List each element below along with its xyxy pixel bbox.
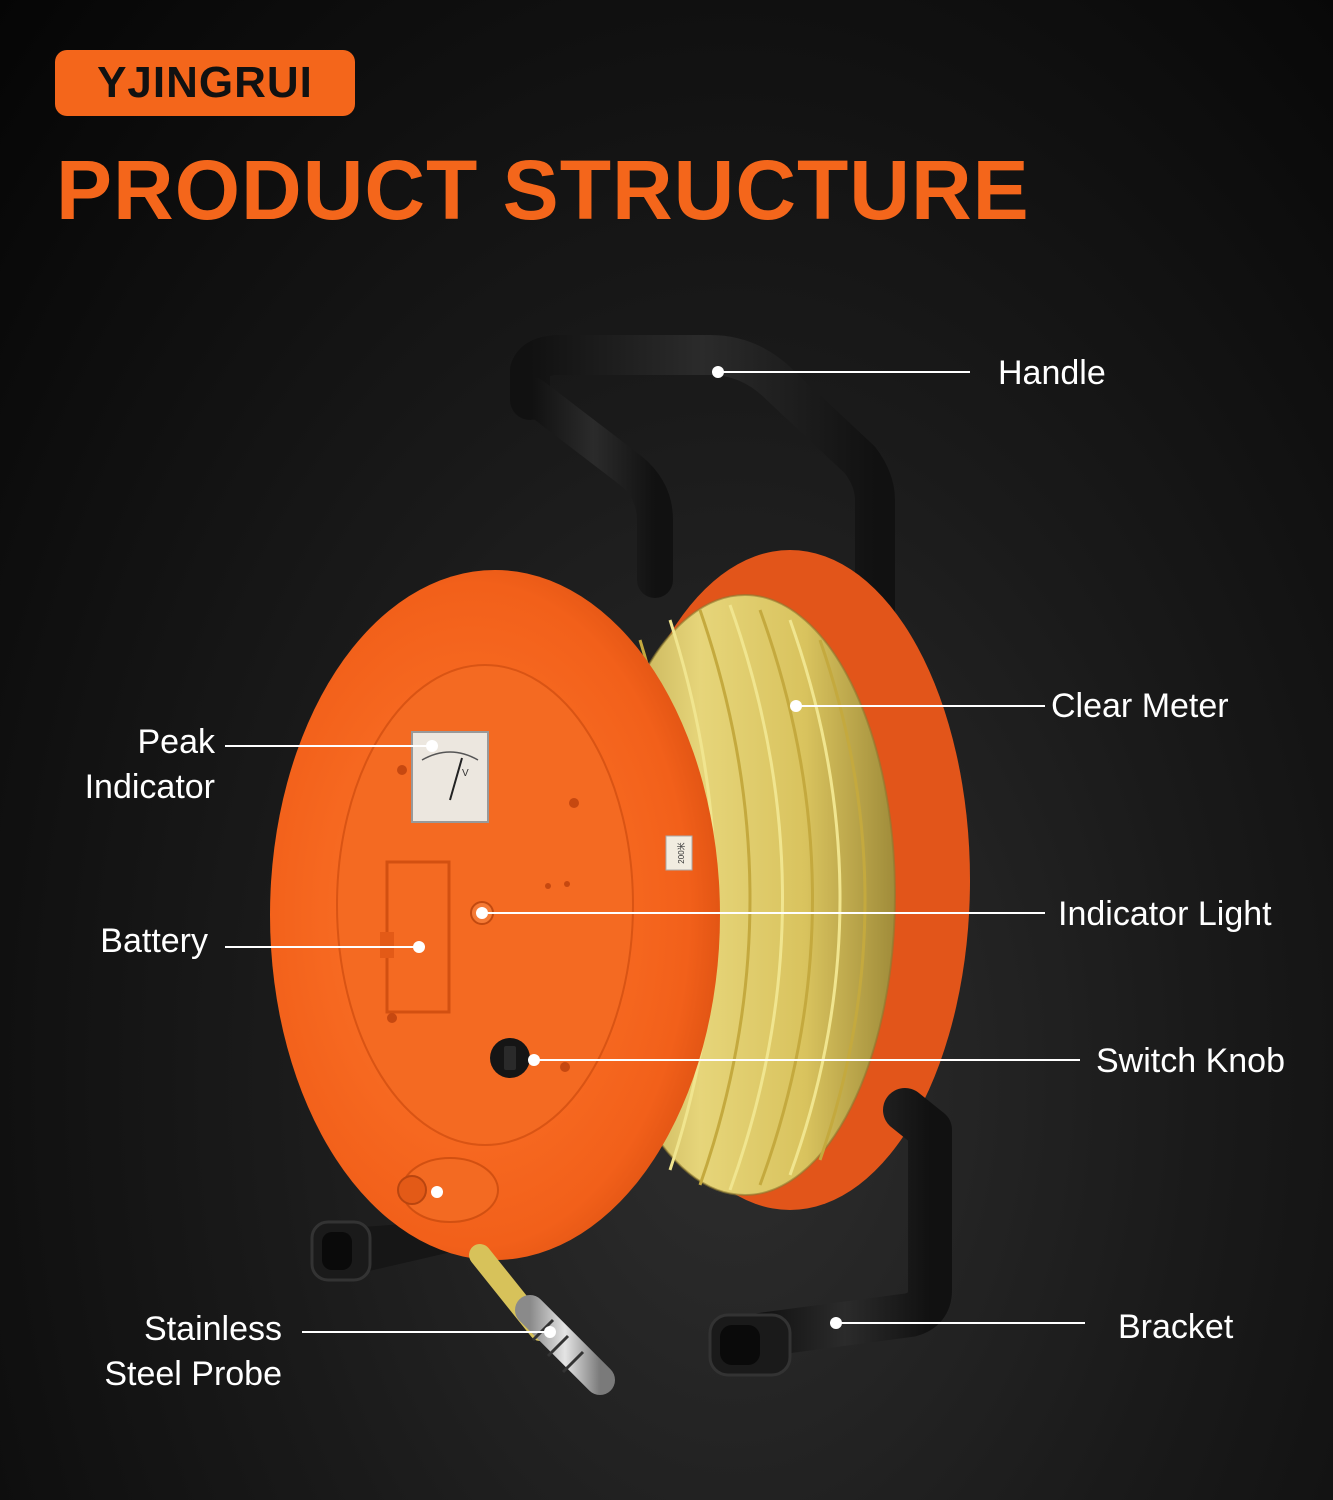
callout-clear-meter: Clear Meter	[1051, 687, 1229, 725]
callout-indicator-light: Indicator Light	[1058, 895, 1272, 933]
battery-compartment	[380, 860, 451, 1014]
callout-bracket: Bracket	[1118, 1308, 1234, 1346]
brand-badge: YJINGRUI	[55, 50, 355, 116]
callout-peak-indicator: Peak Indicator	[85, 720, 215, 810]
callout-probe-line1: Stainless	[144, 1310, 282, 1348]
switch-knob	[490, 1038, 530, 1078]
svg-text:200米: 200米	[676, 842, 686, 863]
callout-peak-indicator-line2: Indicator	[84, 768, 215, 806]
callout-handle: Handle	[998, 354, 1106, 392]
page-title: PRODUCT STRUCTURE	[56, 143, 1030, 237]
brand-name: YJINGRUI	[97, 58, 313, 107]
callout-stainless-steel-probe: Stainless Steel Probe	[104, 1307, 282, 1397]
callout-battery: Battery	[100, 922, 208, 960]
callout-switch-knob: Switch Knob	[1096, 1042, 1285, 1080]
leader-lines	[225, 366, 1085, 1338]
bracket-frame	[738, 1088, 952, 1357]
svg-text:V: V	[462, 768, 469, 779]
callout-probe-line2: Steel Probe	[104, 1355, 282, 1393]
stainless-steel-probe	[469, 1244, 615, 1395]
callout-peak-indicator-line1: Peak	[137, 723, 216, 761]
